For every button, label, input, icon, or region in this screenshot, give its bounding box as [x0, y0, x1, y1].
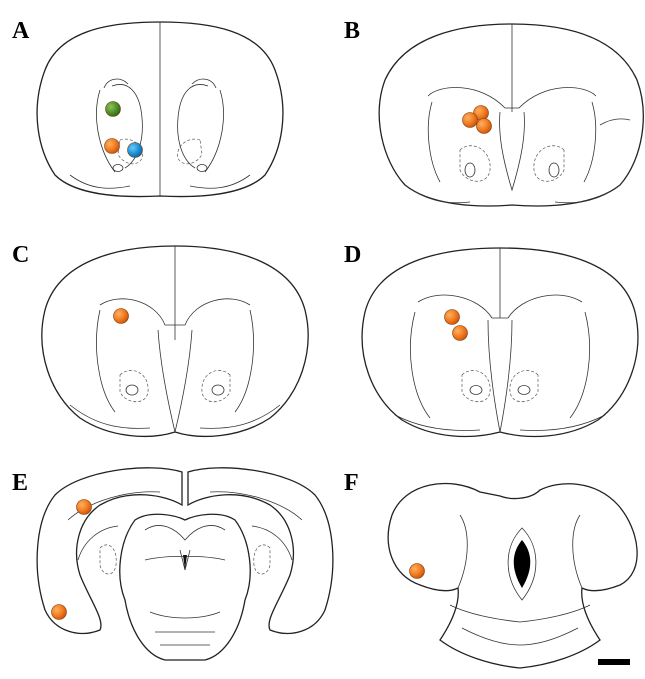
panel-f: F [344, 470, 637, 668]
orange-marker-b-3 [477, 119, 492, 134]
scale-bar-icon [598, 659, 630, 665]
orange-marker-b-2 [463, 113, 478, 128]
section-outline-d [362, 248, 638, 436]
orange-marker-d-1 [445, 310, 460, 325]
panel-label-a: A [12, 18, 30, 44]
panel-label-e: E [12, 470, 28, 496]
panel-c: C [12, 242, 308, 436]
section-outline-e [37, 468, 333, 660]
panel-d: D [344, 242, 638, 436]
panel-label-f: F [344, 470, 359, 496]
orange-marker-e-1 [77, 500, 92, 515]
panel-b: B [344, 18, 643, 206]
panel-label-c: C [12, 242, 29, 268]
orange-marker-f-1 [410, 564, 425, 579]
orange-marker-a-2 [105, 139, 120, 154]
orange-marker-c-1 [114, 309, 129, 324]
section-outline-b [379, 24, 643, 206]
panel-e: E [12, 468, 333, 660]
section-outline-a [37, 22, 283, 197]
panel-label-d: D [344, 242, 361, 268]
orange-marker-d-2 [453, 326, 468, 341]
section-outline-f [388, 483, 637, 668]
orange-marker-e-2 [52, 605, 67, 620]
section-outline-c [42, 246, 308, 436]
panel-label-b: B [344, 18, 360, 44]
blue-marker-a-3 [128, 143, 143, 158]
panel-a: A [12, 18, 283, 197]
green-marker-a-1 [106, 102, 121, 117]
